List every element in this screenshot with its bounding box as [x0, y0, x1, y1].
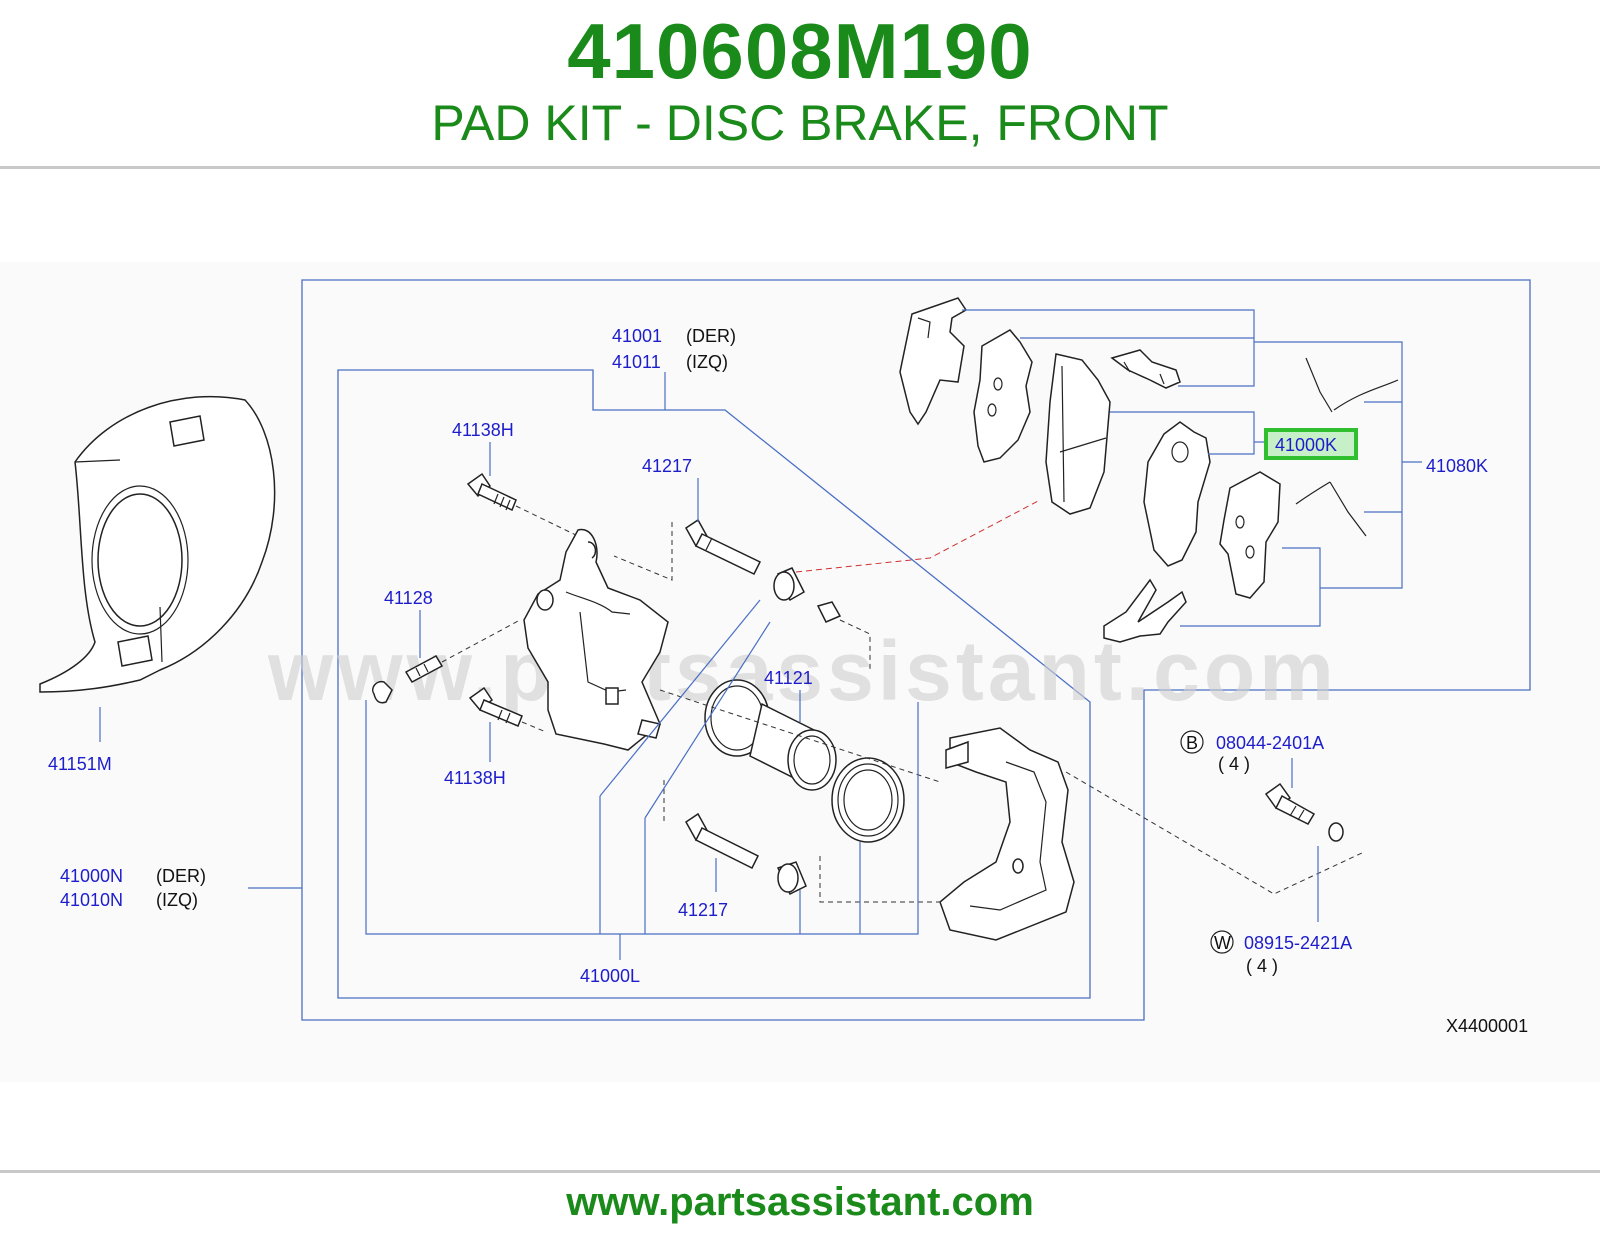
label-41121[interactable]: 41121 [764, 668, 813, 688]
header-divider [0, 166, 1600, 169]
footer-divider [0, 1170, 1600, 1173]
dash-bolt-top [515, 505, 583, 539]
bolt-08044 [1264, 782, 1316, 825]
label-41011[interactable]: 41011 [612, 352, 661, 372]
parts-diagram-svg: www.partsassistant.com [39, 279, 1531, 1036]
leader-41000l-seal [644, 621, 771, 819]
leader-41080k [1180, 341, 1403, 627]
label-41011-side: (IZQ) [686, 352, 728, 372]
part-number-title: 410608M190 [567, 7, 1033, 95]
frame-41000n [301, 279, 1531, 1021]
label-41128[interactable]: 41128 [384, 588, 433, 608]
marker-b-letter: B [1186, 733, 1198, 753]
label-41138h-top[interactable]: 41138H [452, 420, 514, 440]
dash-red-pad [795, 499, 1041, 573]
page-header: 410608M190 PAD KIT - DISC BRAKE, FRONT [0, 0, 1600, 168]
label-41000n[interactable]: 41000N [60, 866, 123, 886]
leader-41000k [1110, 411, 1255, 455]
parts-diagram: www.partsassistant.com [0, 262, 1600, 1082]
frame-41001 [337, 369, 1091, 999]
label-41080k[interactable]: 41080K [1426, 456, 1488, 476]
bleeder-41128 [372, 655, 444, 704]
pin-boot-top [773, 567, 842, 623]
label-08915-qty: ( 4 ) [1246, 956, 1278, 976]
dust-shield-41151m [39, 395, 276, 693]
pin-boot-bottom [776, 861, 807, 896]
leader-pad-a [962, 309, 1255, 387]
anti-rattle-clip [1103, 578, 1187, 643]
bolt-41138h-top [466, 472, 517, 512]
brake-pad-outer [1045, 353, 1111, 515]
leader-shim [1282, 547, 1321, 588]
label-41138h-bottom[interactable]: 41138H [444, 768, 506, 788]
label-41001[interactable]: 41001 [612, 326, 662, 346]
label-41010n-side: (IZQ) [156, 890, 198, 910]
caliper-bracket [939, 727, 1075, 941]
label-41010n[interactable]: 41010N [60, 890, 123, 910]
highlight-box-41000k [1264, 428, 1358, 460]
shim-outer [899, 297, 968, 426]
label-08915-2421a[interactable]: 08915-2421A [1244, 933, 1352, 953]
piston [749, 702, 837, 791]
wear-indicator-lower [1295, 481, 1367, 537]
shim-inner [973, 329, 1033, 463]
leader-41000l-boot [599, 599, 761, 797]
label-41217-top[interactable]: 41217 [642, 456, 692, 476]
label-41151m[interactable]: 41151M [48, 754, 112, 774]
wear-clip [1110, 349, 1181, 389]
label-08044-qty: ( 4 ) [1218, 754, 1250, 774]
dash-bracket-bolt [1065, 771, 1365, 895]
label-41000n-side: (DER) [156, 866, 206, 886]
piston-boot [831, 757, 905, 843]
dash-bleeder [441, 619, 521, 663]
marker-b-circle [1180, 730, 1204, 754]
wear-indicator-upper [1305, 357, 1399, 413]
marker-w: W [1210, 930, 1234, 954]
marker-w-letter: W [1214, 933, 1231, 953]
dash-pin-top [613, 522, 673, 581]
label-08044-2401a[interactable]: 08044-2401A [1216, 733, 1324, 753]
footer-url[interactable]: www.partsassistant.com [566, 1180, 1034, 1224]
dash-boot [839, 619, 871, 672]
guide-pin-41217-bottom [685, 812, 760, 870]
dash-pin-bottom [819, 856, 944, 903]
label-41001-side: (DER) [686, 326, 736, 346]
leader-41000l-bracket [365, 700, 919, 935]
dash-bracket [659, 689, 941, 783]
diagram-code: X4400001 [1446, 1016, 1528, 1036]
label-41000l[interactable]: 41000L [580, 966, 640, 986]
brake-pad-inner [1143, 421, 1211, 567]
part-description: PAD KIT - DISC BRAKE, FRONT [431, 95, 1169, 151]
guide-pin-41217-top [685, 518, 762, 575]
bolt-41138h-bottom [468, 686, 523, 727]
caliper-body [523, 528, 669, 751]
washer-08915 [1328, 822, 1344, 842]
label-41000k[interactable]: 41000K [1275, 435, 1337, 455]
shim-inner-2 [1219, 471, 1281, 599]
marker-b: B [1180, 730, 1204, 754]
marker-w-circle [1210, 930, 1234, 954]
dash-bolt-bottom [521, 721, 547, 733]
label-41217-bottom[interactable]: 41217 [678, 900, 728, 920]
